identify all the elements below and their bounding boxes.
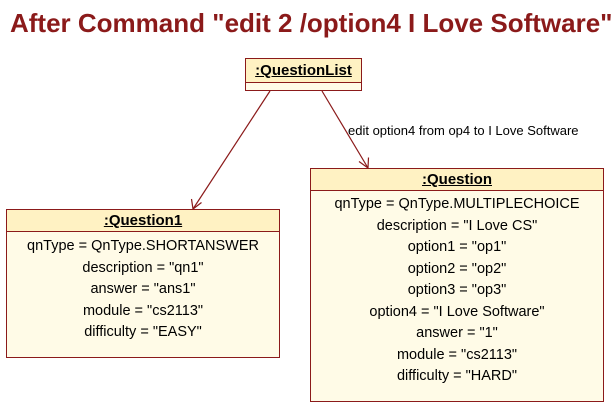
arrow-to-question1 <box>192 90 271 210</box>
questionlist-object: :QuestionList <box>245 58 362 91</box>
question1-attr-qntype: qnType = QnType.SHORTANSWER <box>27 238 259 254</box>
question1-attr-answer: answer = "ans1" <box>90 281 196 297</box>
question-attr-option1: option1 = "op1" <box>407 239 507 255</box>
question1-header: :Question1 <box>7 210 279 232</box>
edit-edge-label: edit option4 from op4 to I Love Software <box>348 123 579 138</box>
question-attr-answer: answer = "1" <box>416 325 498 341</box>
question-attr-option3: option3 = "op3" <box>407 282 507 298</box>
question1-object: :Question1 qnType = QnType.SHORTANSWER d… <box>6 209 280 358</box>
question-attr-module: module = "cs2113" <box>396 346 518 363</box>
question1-attr-difficulty: difficulty = "EASY" <box>84 324 202 340</box>
question-attributes: qnType = QnType.MULTIPLECHOICE descripti… <box>311 191 603 388</box>
question-attr-qntype: qnType = QnType.MULTIPLECHOICE <box>334 196 580 212</box>
question1-attr-description: description = "qn1" <box>82 259 204 276</box>
question1-attr-module: module = "cs2113" <box>82 302 204 319</box>
question-object: :Question qnType = QnType.MULTIPLECHOICE… <box>310 168 604 402</box>
question-header: :Question <box>311 169 603 191</box>
diagram-title: After Command "edit 2 /option4 I Love So… <box>10 8 613 38</box>
questionlist-header: :QuestionList <box>246 59 361 83</box>
question-attr-description: description = "I Love CS" <box>376 217 538 234</box>
question-attr-option4: option4 = "I Love Software" <box>369 303 545 320</box>
question1-attributes: qnType = QnType.SHORTANSWER description … <box>7 232 279 344</box>
question-attr-option2: option2 = "op2" <box>407 260 507 277</box>
arrow-to-question <box>321 90 369 169</box>
question-attr-difficulty: difficulty = "HARD" <box>396 368 518 384</box>
